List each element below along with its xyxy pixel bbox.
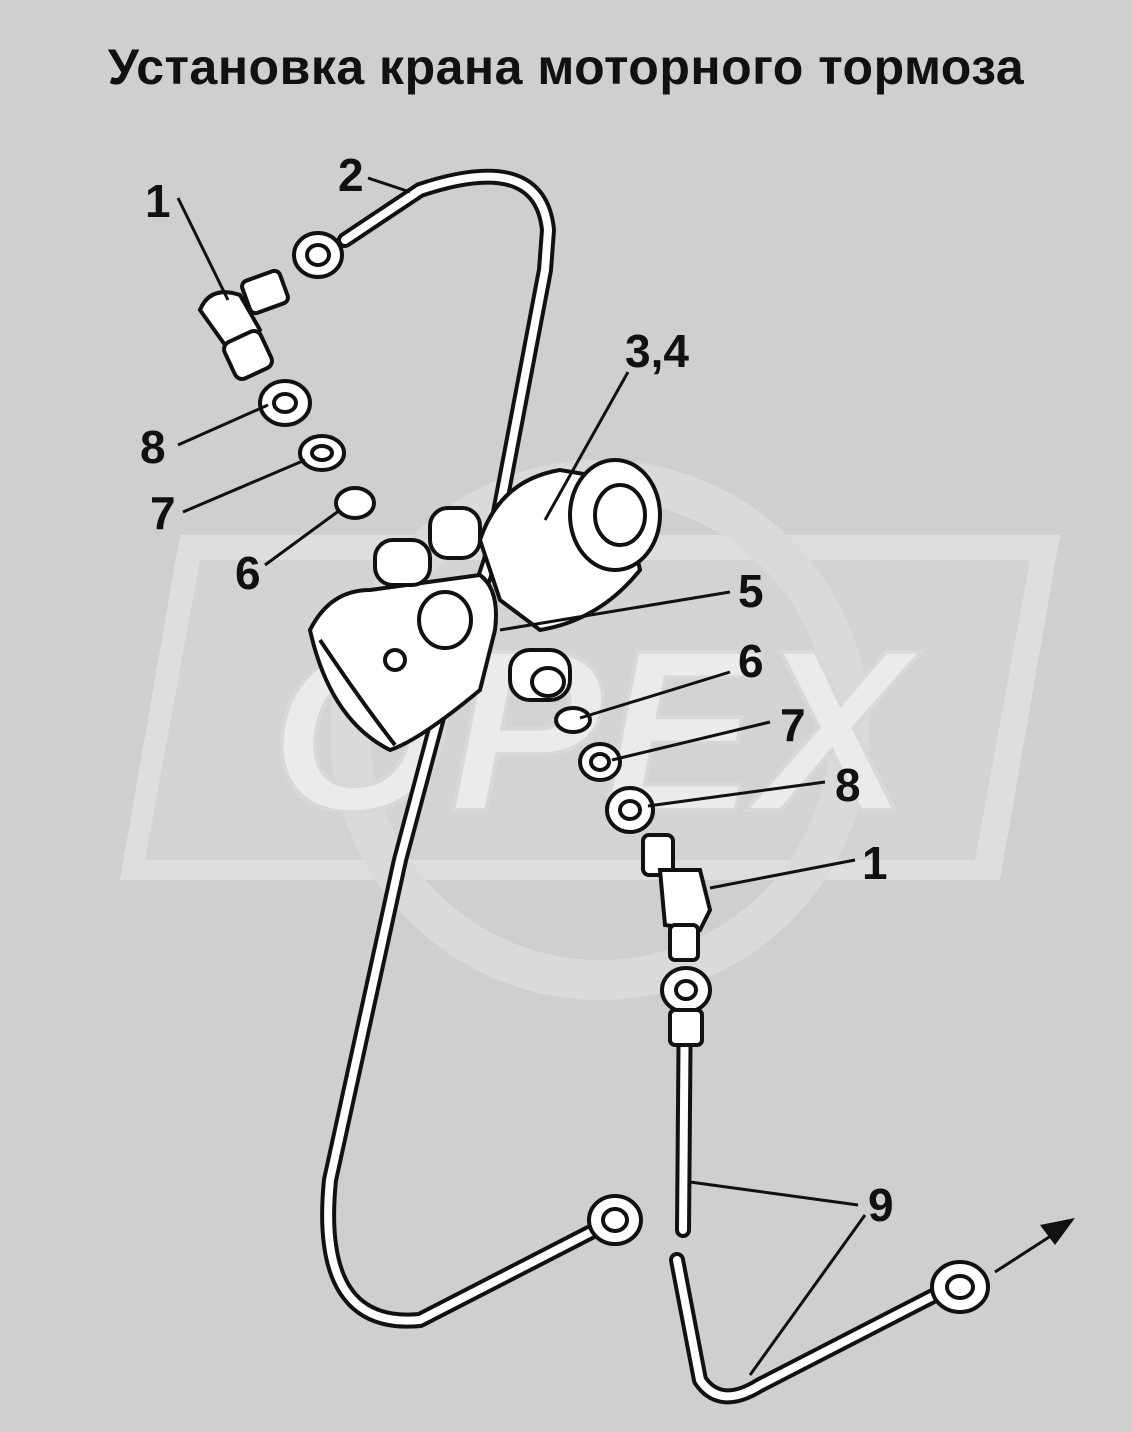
nut-8-left [258,379,312,427]
washer-7-left [298,434,346,472]
callout-3-4: 3,4 [625,325,689,377]
washer-6-right [554,706,592,734]
leader-lines [176,176,867,1376]
callout-1-right: 1 [862,837,888,889]
callout-6-right: 6 [738,635,764,687]
callout-9: 9 [868,1179,894,1231]
fitting-1-right [641,833,713,962]
callout-6-left: 6 [235,547,261,599]
page-title: Установка крана моторного тормоза [107,39,1025,95]
callout-7-right: 7 [780,699,806,751]
callout-7-left: 7 [150,487,176,539]
callout-8-left: 8 [140,421,166,473]
flow-arrow-icon [994,1218,1075,1274]
nut-pipe-2-bottom [587,1194,643,1246]
nut-pipe-9-top [660,966,712,1047]
callout-8-right: 8 [835,759,861,811]
pipe-9 [669,977,943,1405]
washer-7-right [578,742,622,782]
callout-5: 5 [738,565,764,617]
nut-pipe-2-top [292,231,344,279]
valve-body [307,458,662,753]
nut-8-right [605,786,655,834]
pipe-2 [320,168,603,1329]
callout-1-top: 1 [145,175,171,227]
callout-2: 2 [338,149,364,201]
fitting-1-top [197,268,290,381]
nut-pipe-9-bottom [930,1260,990,1314]
washer-6-left [334,486,376,520]
